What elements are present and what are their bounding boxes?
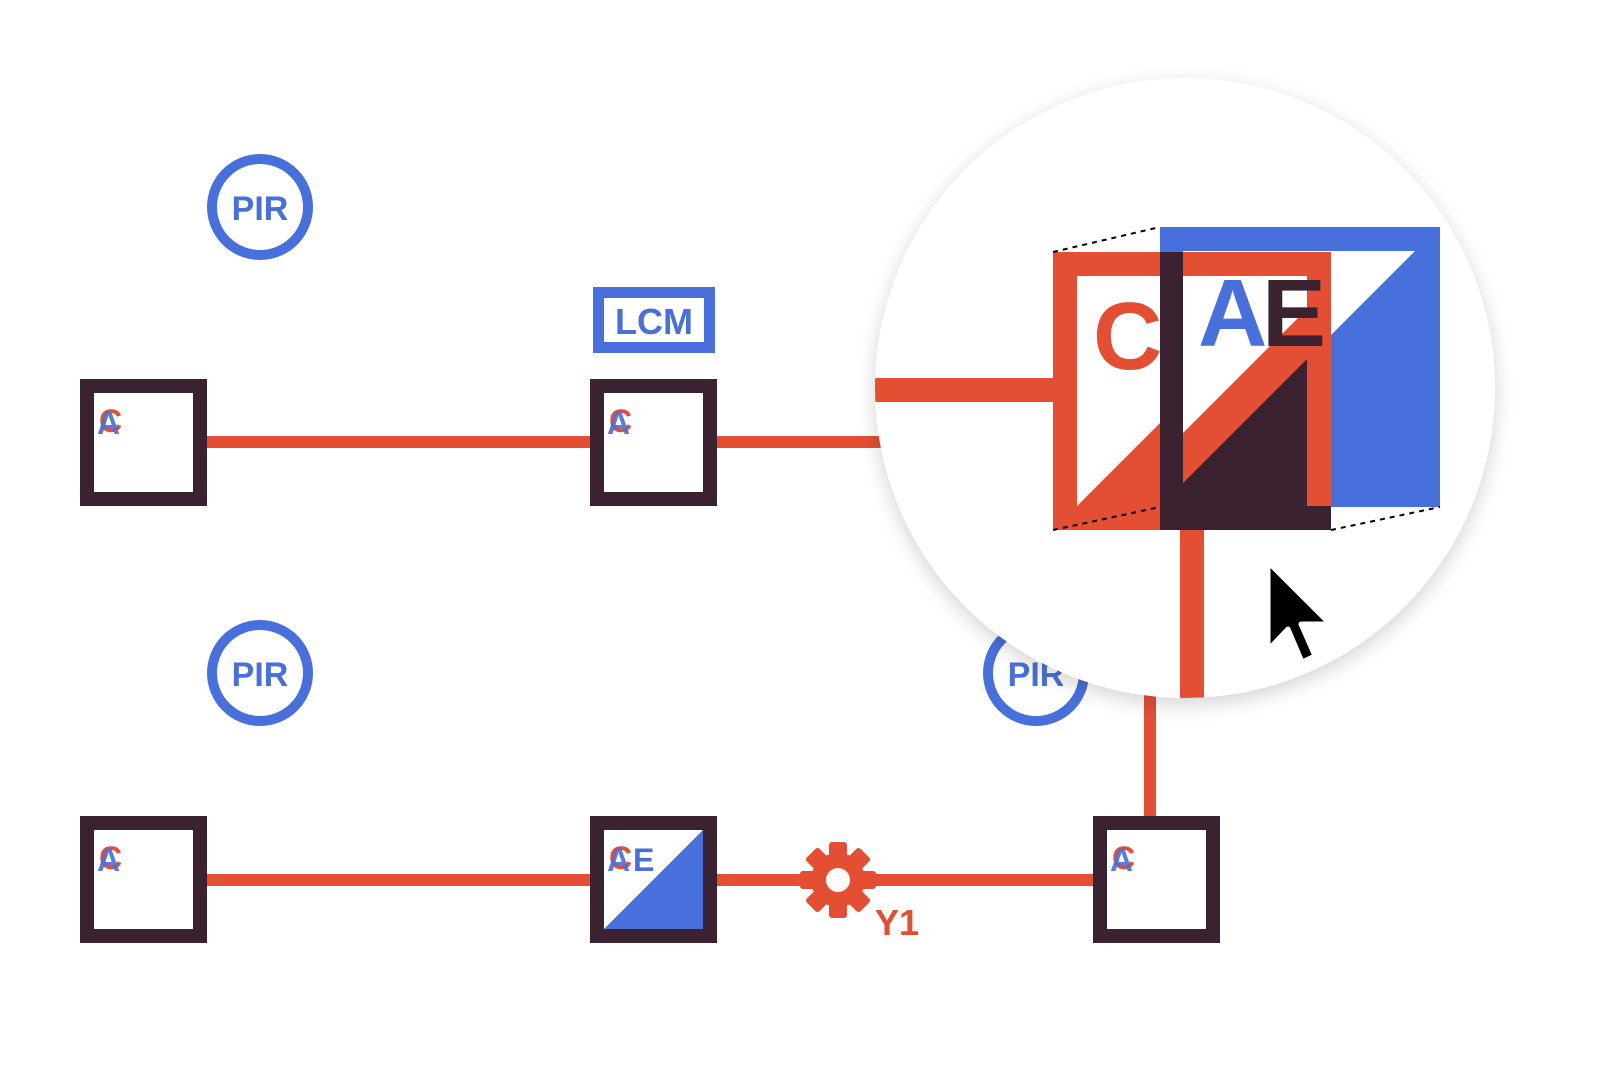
lcm-label: LCM [615, 301, 693, 342]
node-label-e: E [633, 842, 654, 878]
node-2[interactable]: C A [590, 379, 717, 506]
actuator-label: Y1 [875, 902, 919, 943]
node-label-c: C [99, 403, 122, 439]
node-label-a: A [607, 405, 630, 441]
node-3[interactable]: C A [80, 816, 207, 943]
lens-mixed-band [1183, 309, 1307, 483]
lens-label-c: C [1093, 283, 1162, 390]
node-label-a: A [97, 405, 120, 441]
node-label-c: C [609, 840, 632, 876]
pir-sensor-2[interactable]: PIR [207, 620, 313, 726]
lens-label-e: E [1262, 260, 1326, 367]
wiring [198, 436, 1156, 886]
node-label-c: C [1112, 840, 1135, 876]
pir-sensor-1[interactable]: PIR [207, 154, 313, 260]
lens-overlap-inner [1183, 359, 1307, 506]
node-label-c: C [609, 403, 632, 439]
pir-label: PIR [232, 656, 289, 694]
lcm-module[interactable]: LCM [593, 287, 715, 353]
lens-perspective-guides [1052, 226, 1441, 531]
gear-icon[interactable] [800, 842, 876, 918]
node-label-a: A [1110, 842, 1133, 878]
node-1[interactable]: C A [80, 379, 207, 506]
cursor-arrow-icon [1265, 559, 1333, 665]
lens-label-a: A [1198, 260, 1267, 367]
node-5[interactable]: C A [1093, 816, 1220, 943]
node-label-a: A [607, 842, 630, 878]
pir-label: PIR [232, 190, 289, 228]
node-label-a: A [97, 842, 120, 878]
magnifier-lens: C A E [875, 78, 1495, 698]
node-label-c: C [99, 840, 122, 876]
lens-red-wedge [1183, 276, 1307, 433]
node-diagonal-fill [604, 830, 703, 929]
lens-overlap-strip [1160, 252, 1183, 530]
node-4[interactable]: C A E [590, 816, 717, 943]
